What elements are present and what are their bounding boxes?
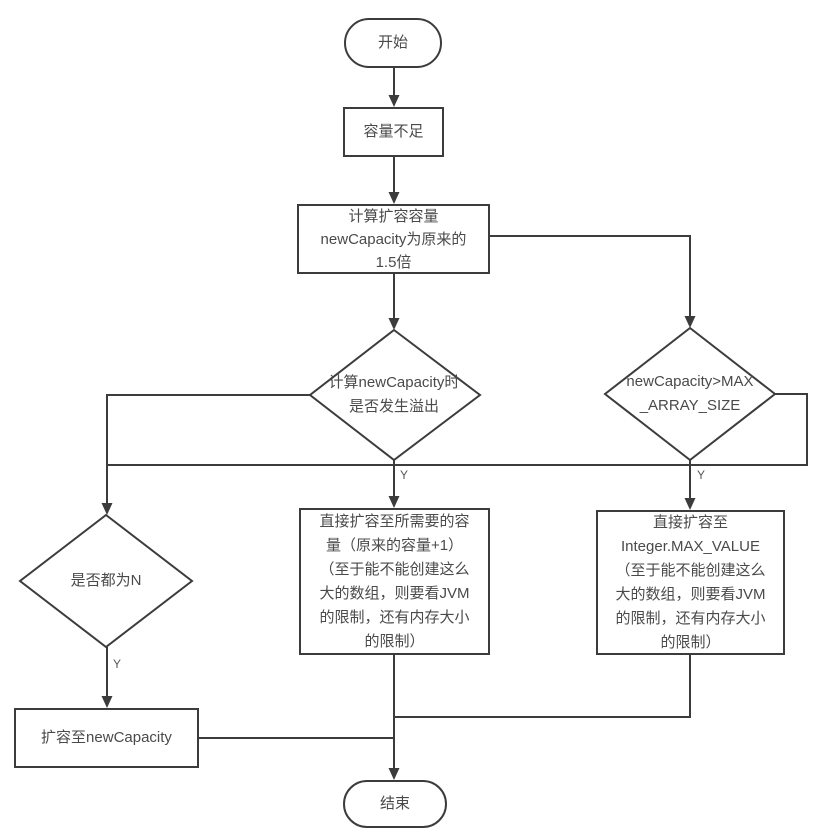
end-node: 结束 [343,780,447,828]
arrowhead-down-icon [101,696,113,708]
arrowhead-down-icon [101,503,113,515]
arrowhead-down-icon [388,95,400,107]
expand-to-new-capacity-node: 扩容至newCapacity [14,708,199,768]
arrowhead-down-icon [388,768,400,780]
edge-maxvalue-join [395,655,691,718]
expand-to-max-value-node: 直接扩容至 Integer.MAX_VALUE （至于能不能创建这么 大的数组，… [596,510,785,655]
arrowhead-down-icon [388,318,400,330]
edge-label-overflow-yes: Y [400,468,409,482]
edge-maxsize-n-join [108,393,808,466]
expand-to-needed-node: 直接扩容至所需要的容 量（原来的容量+1） （至于能不能创建这么 大的数组，则要… [299,508,490,655]
start-node: 开始 [344,18,442,68]
edge-calc-to-maxsize [490,235,691,317]
edge-label-alln-yes: Y [113,657,122,671]
calc-new-capacity-node: 计算扩容容量 newCapacity为原来的 1.5倍 [297,204,490,274]
edge-overflow-n-to-alln [106,394,310,504]
capacity-insufficient-node: 容量不足 [343,107,444,157]
arrowhead-down-icon [684,316,696,328]
arrowhead-down-icon [388,192,400,204]
all-n-decision-diamond [18,513,194,649]
arrowhead-down-icon [684,498,696,510]
edge-label-maxsize-yes: Y [697,468,706,482]
max-array-size-decision-diamond [603,326,777,462]
arrowhead-down-icon [388,496,400,508]
overflow-decision-diamond [308,328,482,462]
